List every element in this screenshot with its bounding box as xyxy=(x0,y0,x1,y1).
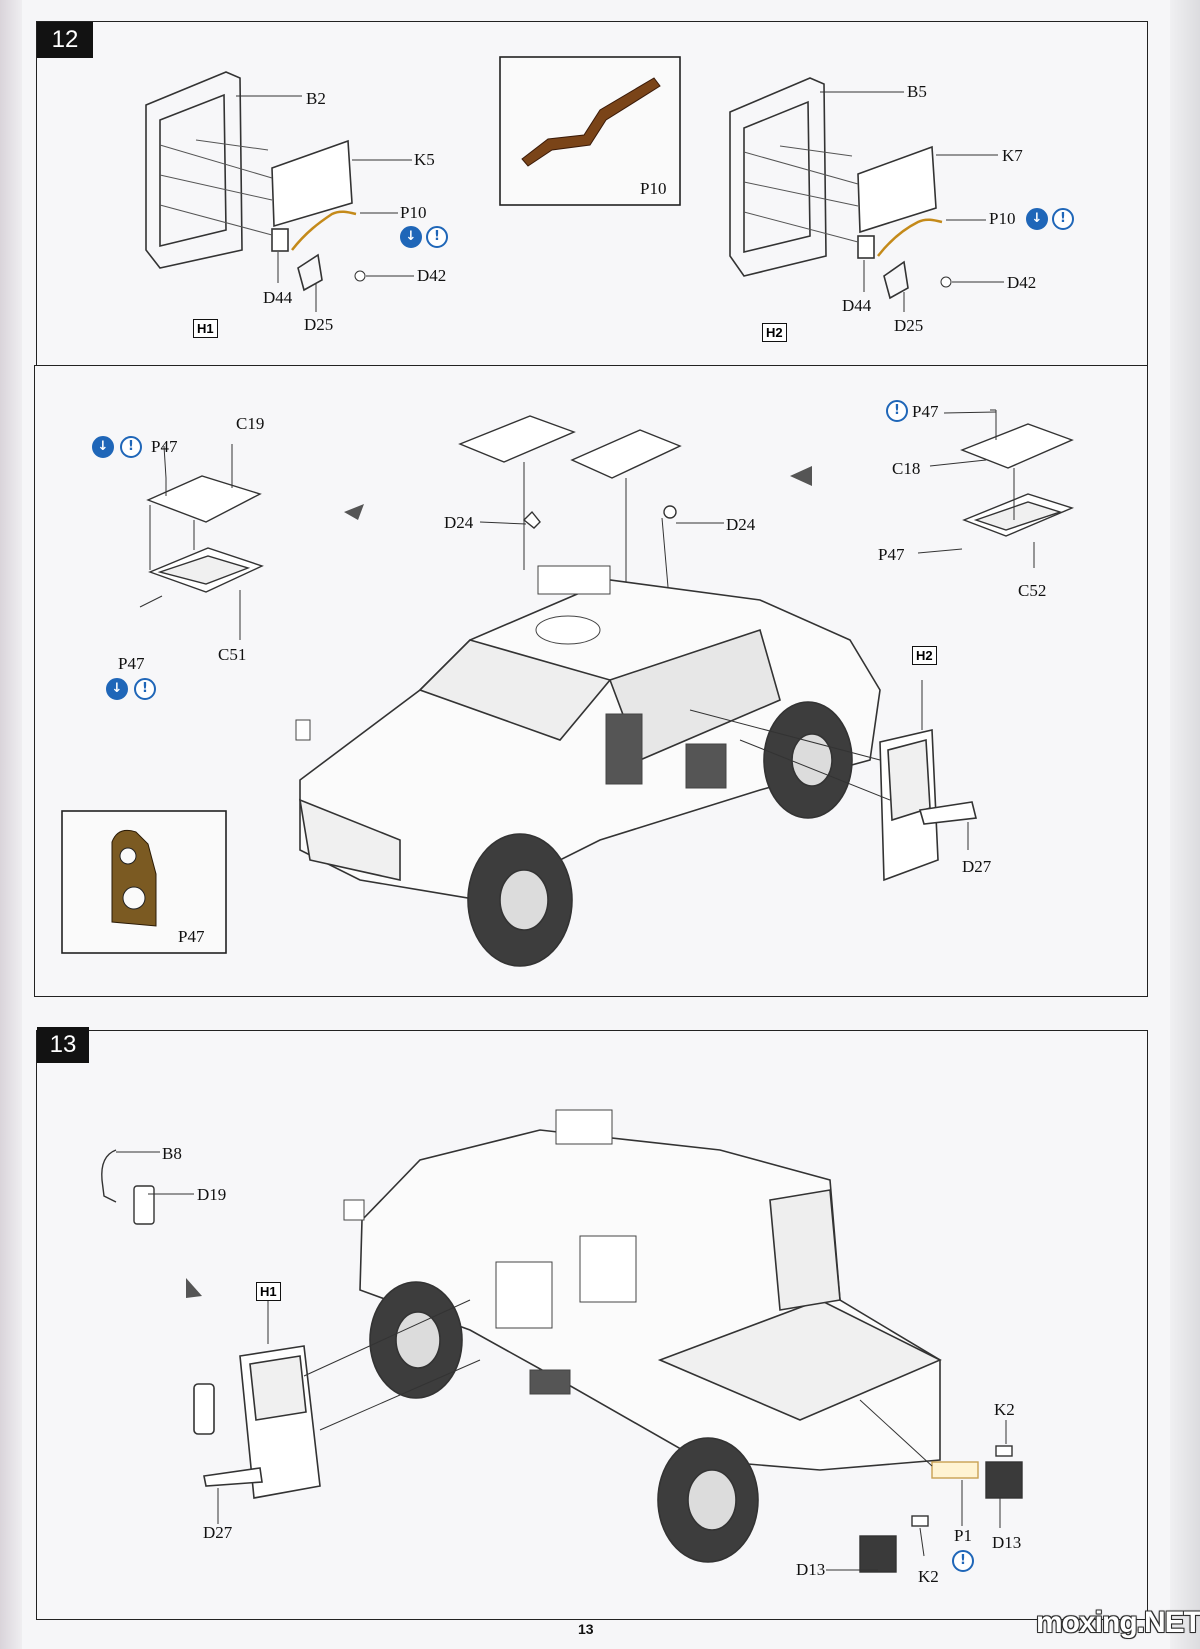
photoetch-icon: ! xyxy=(120,436,142,458)
part-label-c19: C19 xyxy=(236,414,265,433)
subassembly-tag-h2: H2 xyxy=(912,646,937,665)
part-label-p10: P10 xyxy=(400,203,427,222)
part-label-c52: C52 xyxy=(1018,581,1047,600)
part-label-p47-right-lower: P47 xyxy=(878,545,905,564)
step-number: 12 xyxy=(37,22,93,58)
subassembly-tag-h1: H1 xyxy=(256,1282,281,1301)
cement-icon: ↓ xyxy=(400,226,422,248)
part-label-d25-right: D25 xyxy=(894,316,924,335)
part-label-p47: P47 xyxy=(151,437,178,456)
part-label-b8: B8 xyxy=(162,1144,182,1163)
inset-label-p47: P47 xyxy=(178,927,205,946)
part-label-d25: D25 xyxy=(304,315,334,334)
part-label-d24: D24 xyxy=(444,513,474,532)
photoetch-icon: ! xyxy=(426,226,448,248)
part-label-k2: K2 xyxy=(994,1400,1015,1419)
photoetch-icon: ! xyxy=(952,1550,974,1572)
part-label-d27: D27 xyxy=(962,857,992,876)
part-label-p10-right: P10 xyxy=(989,209,1016,228)
subassembly-tag-h1: H1 xyxy=(193,319,218,338)
cement-icon: ↓ xyxy=(92,436,114,458)
photoetch-icon: ! xyxy=(134,678,156,700)
part-label-d44: D44 xyxy=(263,288,293,307)
page-edge xyxy=(1170,0,1200,1649)
part-label-c51: C51 xyxy=(218,645,247,664)
cement-icon: ↓ xyxy=(106,678,128,700)
page-number: 13 xyxy=(578,1621,594,1637)
part-label-k7: K7 xyxy=(1002,146,1023,165)
part-label-p1: P1 xyxy=(954,1526,972,1545)
part-label-p47-lower: P47 xyxy=(118,654,145,673)
watermark-logo: moxing.NET xyxy=(1036,1606,1200,1639)
part-label-d24-right: D24 xyxy=(726,515,756,534)
part-label-d42: D42 xyxy=(417,266,447,285)
part-label-d19: D19 xyxy=(197,1185,227,1204)
part-label-d27: D27 xyxy=(203,1523,233,1542)
subassembly-tag-h2: H2 xyxy=(762,323,787,342)
binding-spine xyxy=(0,0,22,1649)
photoetch-icon: ! xyxy=(886,400,908,422)
photoetch-icon: ! xyxy=(1052,208,1074,230)
part-label-k5: K5 xyxy=(414,150,435,169)
part-label-p47-right: P47 xyxy=(912,402,939,421)
part-label-d13-right: D13 xyxy=(992,1533,1022,1552)
part-label-d13: D13 xyxy=(796,1560,826,1579)
part-label-c18: C18 xyxy=(892,459,921,478)
step-number: 13 xyxy=(37,1027,89,1063)
part-label-k2-lower: K2 xyxy=(918,1567,939,1586)
part-label-b2: B2 xyxy=(306,89,326,108)
inset-label-p10: P10 xyxy=(640,179,667,198)
part-label-d42-right: D42 xyxy=(1007,273,1037,292)
part-label-b5: B5 xyxy=(907,82,927,101)
part-label-d44-right: D44 xyxy=(842,296,872,315)
cement-icon: ↓ xyxy=(1026,208,1048,230)
